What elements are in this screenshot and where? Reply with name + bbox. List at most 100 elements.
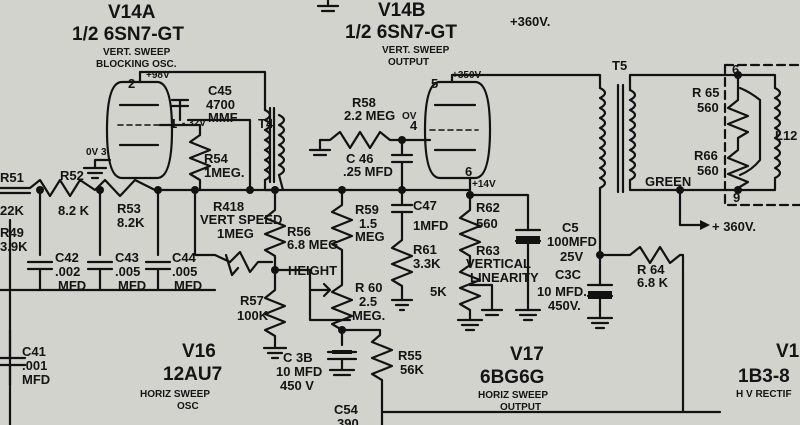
c42-unit: MFD	[58, 278, 86, 293]
cap-drops	[38, 188, 160, 257]
junction	[398, 136, 406, 144]
junction	[466, 191, 474, 199]
r418-ref: R418	[213, 199, 244, 214]
r57-ground	[262, 346, 288, 360]
pin-6: 6	[465, 164, 472, 179]
c47-ref: C47	[413, 198, 437, 213]
r53-value: 8.2K	[117, 215, 145, 230]
cap-return	[0, 267, 217, 292]
v14a-func1: VERT. SWEEP	[103, 47, 171, 58]
v14b-cathode-wire	[468, 176, 530, 232]
r52-value: 8.2 K	[58, 203, 90, 218]
r55-resistor	[340, 328, 722, 414]
r60-ref: R 60	[355, 280, 382, 295]
t5-pin-9: 9	[733, 190, 740, 205]
r58-value: 2.2 MEG	[344, 108, 395, 123]
v14b-id: V14B	[378, 0, 426, 21]
c42-ref: C42	[55, 250, 79, 265]
v14a-envelope	[105, 80, 174, 180]
c43-value: .005	[115, 264, 140, 279]
r51-ref: R51	[0, 170, 24, 185]
c45-to-t4	[186, 118, 252, 192]
r59-value: 1.5	[359, 216, 377, 231]
c47-r61	[390, 188, 414, 302]
l12-label: L12	[775, 128, 797, 143]
v16-func2: OSC	[177, 401, 199, 412]
input-resistor-chain	[0, 178, 277, 198]
pin-2: 2	[128, 76, 135, 91]
v14a-type: 1/2 6SN7-GT	[72, 24, 184, 45]
v16-type: 12AU7	[163, 364, 222, 385]
v14b-func1: VERT. SWEEP	[382, 45, 450, 56]
r54-resistor	[188, 133, 212, 192]
t5-label: T5	[612, 58, 627, 73]
r63-name1: VERTICAL	[466, 256, 531, 271]
t5-pin-6: 6	[732, 62, 739, 77]
top-ground-symbol	[316, 0, 340, 13]
c44-unit: MFD	[174, 278, 202, 293]
t5-primary	[598, 86, 607, 190]
r63-wiper	[468, 283, 494, 312]
c3c-plate	[588, 291, 612, 299]
r59-unit: MEG	[355, 229, 385, 244]
green-label: GREEN	[645, 174, 691, 189]
c3c-ref: C3C	[555, 267, 582, 282]
junction	[676, 186, 684, 194]
l12-leads	[736, 73, 777, 192]
v14a-plate-wire	[138, 70, 267, 112]
junction	[271, 186, 279, 194]
r56-ref: R56	[287, 224, 311, 239]
r64-resistor	[598, 245, 685, 414]
v17-func1: HORIZ SWEEP	[478, 390, 548, 401]
r58-ground	[308, 138, 332, 157]
r58-resistor	[318, 130, 432, 150]
r63-name2: LINEARITY	[470, 270, 539, 285]
c46-value: .25 MFD	[343, 164, 393, 179]
r59-resistor	[330, 188, 354, 277]
r49-ref: R49	[0, 225, 24, 240]
r56-value: 6.8 MEG	[287, 237, 338, 252]
c5-plate	[516, 236, 540, 244]
junction	[154, 186, 162, 194]
v14a-func2: BLOCKING OSC.	[96, 59, 177, 70]
r59-ref: R59	[355, 202, 379, 217]
c3c-value: 10 MFD.	[537, 284, 587, 299]
r418-name: VERT SPEED	[200, 212, 282, 227]
r60-unit: MEG.	[352, 308, 385, 323]
v18-type: 1B3-8	[738, 366, 790, 387]
r65-ref: R 65	[692, 85, 719, 100]
v16-func1: HORIZ SWEEP	[140, 389, 210, 400]
v14b-func2: OUTPUT	[388, 57, 429, 68]
junction	[271, 266, 279, 274]
v17-type: 6BG6G	[480, 367, 544, 388]
v14a-grid-wire	[158, 123, 202, 137]
r62-value: 560	[476, 216, 498, 231]
r64-ref: R 64	[637, 262, 665, 277]
junction-dots	[36, 71, 742, 334]
r53-ref: R53	[117, 201, 141, 216]
c45-value: 4700	[206, 97, 235, 112]
c41-cap	[0, 328, 27, 387]
pin-4: 4	[410, 118, 418, 133]
junction	[246, 186, 254, 194]
r54-ref: R54	[204, 151, 229, 166]
r52-ref: R52	[60, 168, 84, 183]
r418-lead	[193, 188, 232, 264]
r65-r66-resistors	[726, 73, 750, 192]
v14a-id: V14A	[108, 2, 156, 23]
v17-func2: OUTPUT	[500, 402, 541, 413]
c41-unit: MFD	[22, 372, 50, 387]
r63-wiper-ground	[480, 308, 504, 317]
c44-ref: C44	[172, 250, 197, 265]
r55-ref: R55	[398, 348, 422, 363]
v14b-elements	[433, 103, 477, 152]
r57-resistor	[263, 268, 287, 350]
r61-ground	[390, 298, 414, 312]
supply-top-label: +360V.	[510, 14, 550, 29]
junction	[96, 186, 104, 194]
r63-value: 5K	[430, 284, 447, 299]
c46-cap	[390, 138, 414, 192]
r51-value: 22K	[0, 203, 24, 218]
v14b-grid-volt: OV	[402, 111, 417, 122]
c46-ref: C 46	[346, 151, 373, 166]
